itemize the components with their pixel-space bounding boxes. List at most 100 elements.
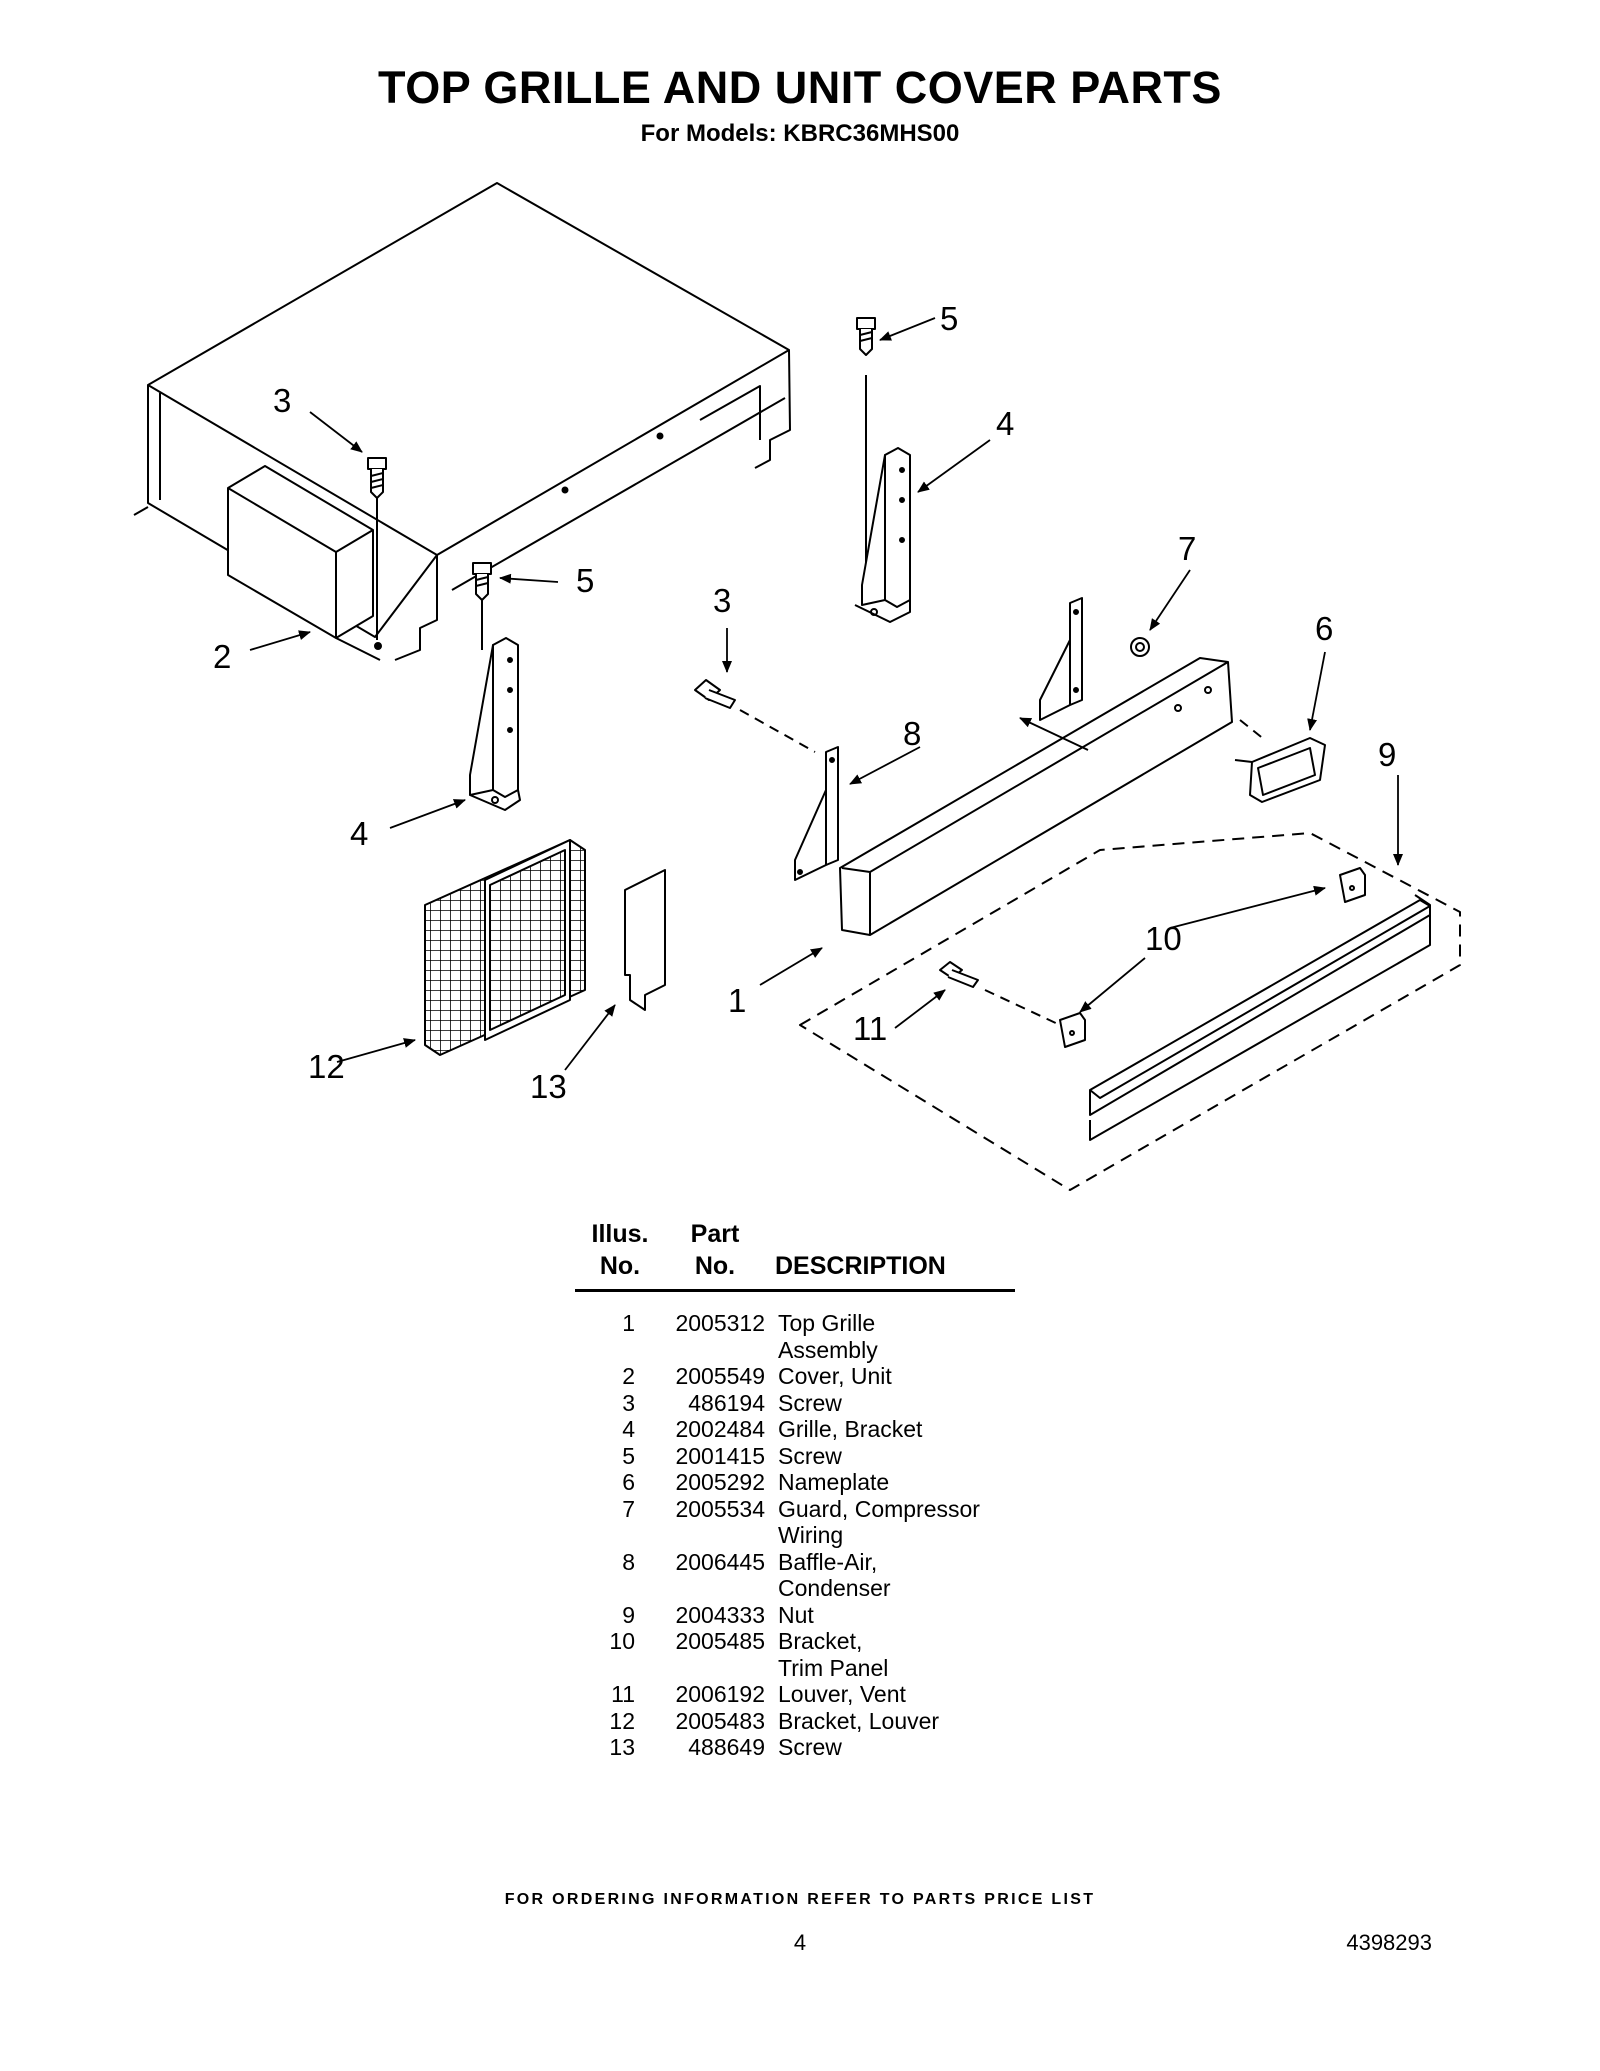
part-no-cell: 2005534 <box>675 1495 765 1522</box>
callout-6: 6 <box>1315 610 1333 647</box>
description-cell: Screw <box>778 1734 842 1760</box>
illus-no-header: Illus. No. <box>591 1220 649 1280</box>
parts-list-table: Illus. No. Part No. DESCRIPTION 1 2005312… <box>575 1218 1015 1760</box>
illus-no-cell: 5 <box>622 1442 635 1469</box>
illus-no-cell: 9 <box>622 1601 635 1628</box>
callout-5-left: 5 <box>576 562 594 599</box>
table-row: 13 488649 Screw <box>575 1734 1015 1761</box>
description-cell: Screw <box>778 1389 842 1416</box>
part-no-cell: 488649 <box>688 1734 765 1760</box>
illus-no-cell: 13 <box>609 1734 635 1760</box>
description-cell: Nameplate <box>778 1469 890 1495</box>
illus-no-cell: 10 <box>609 1628 635 1654</box>
condenser-baffle-8 <box>624 869 666 1011</box>
trim-bracket-10-lower <box>794 746 839 881</box>
leader-lines <box>249 317 1403 1071</box>
table-row: 4 2002484 Grille, Bracket <box>575 1416 1015 1443</box>
description-cell: Cover, Unit <box>778 1363 892 1389</box>
louver-bracket-12-right <box>1339 867 1366 903</box>
table-row: 7 2005534 Guard, Compressor Wiring <box>575 1496 1015 1549</box>
table-row: 5 2001415 Screw <box>575 1443 1015 1470</box>
callout-8: 13 <box>530 1068 567 1105</box>
callout-13: 11 <box>853 1010 887 1047</box>
part-no-cell: 2006192 <box>675 1681 765 1707</box>
page-number: 4 <box>793 1930 807 1955</box>
callout-arrows <box>849 717 1089 785</box>
parts-rows: 1 2005312 Top Grille Assembly 2 2005549 Cover… <box>575 1310 1015 1761</box>
description-cell: Louver, Vent <box>778 1681 906 1707</box>
table-row: 6 2005292 Nameplate <box>575 1469 1015 1496</box>
nameplate-6 <box>1234 737 1326 803</box>
part-no-cell: 2001415 <box>675 1442 765 1469</box>
part-no-cell: 2004333 <box>675 1601 765 1628</box>
table-row: 9 2004333 Nut <box>575 1602 1015 1629</box>
illus-no-cell: 1 <box>622 1310 635 1336</box>
callout-12: 10 <box>1145 920 1182 957</box>
callout-5-right: 5 <box>940 300 958 337</box>
part-no-cell: 2005549 <box>675 1363 765 1389</box>
illus-no-cell: 4 <box>622 1416 635 1442</box>
document-number: 4398293 <box>1346 1930 1432 1955</box>
nut-9 <box>1130 637 1150 657</box>
description-cell: Baffle-Air, Condenser <box>778 1548 891 1602</box>
illus-no-cell: 8 <box>622 1548 635 1575</box>
page-title: TOP GRILLE AND UNIT COVER PARTS <box>378 62 1222 113</box>
part-no-cell: 2005312 <box>675 1310 765 1336</box>
callout-1: 1 <box>728 982 746 1019</box>
louver-vent-11 <box>1089 894 1431 1141</box>
compressor-guard-7 <box>424 839 586 1056</box>
description-cell: Guard, Compressor Wiring <box>778 1495 980 1549</box>
description-cell: Bracket, Trim Panel <box>778 1628 889 1681</box>
callout-4-right: 4 <box>996 405 1014 442</box>
illus-no-cell: 2 <box>622 1363 635 1389</box>
callout-2: 2 <box>213 638 231 675</box>
grille-bracket-4-left <box>469 637 521 811</box>
description-cell: Screw <box>778 1442 842 1469</box>
page-subtitle: For Models: KBRC36MHS00 <box>640 120 960 147</box>
top-grille-assembly-1 <box>839 657 1233 936</box>
callout-3-middle: 3 <box>713 582 731 619</box>
trim-bracket-10-upper <box>1039 597 1083 721</box>
screw-3-middle <box>694 679 736 709</box>
description-cell: Nut <box>778 1601 814 1628</box>
part-no-cell: 2005483 <box>675 1707 765 1734</box>
louver-assembly-outline <box>799 832 1461 1191</box>
callout-labels: 3 2 5 4 5 4 3 7 6 8 9 10 1 11 12 13 <box>213 300 1396 1105</box>
part-no-cell: 2005292 <box>675 1469 765 1495</box>
table-row: 3 486194 Screw <box>575 1390 1015 1417</box>
illus-no-cell: 3 <box>622 1389 635 1416</box>
part-no-cell: 2002484 <box>675 1416 765 1442</box>
description-cell: Bracket, Louver <box>778 1707 940 1734</box>
table-row: 12 2005483 Bracket, Louver <box>575 1708 1015 1735</box>
part-no-cell: 2006445 <box>675 1548 765 1575</box>
parts-table-header: Illus. No. Part No. DESCRIPTION <box>575 1218 1015 1286</box>
table-row: 1 2005312 Top Grille Assembly <box>575 1310 1015 1363</box>
table-row: 8 2006445 Baffle-Air, Condenser <box>575 1549 1015 1602</box>
illus-no-cell: 7 <box>622 1495 635 1522</box>
louver-bracket-12-left <box>1059 1012 1086 1048</box>
callout-4-left: 4 <box>350 815 368 852</box>
table-row: 2 2005549 Cover, Unit <box>575 1363 1015 1390</box>
description-cell: Top Grille Assembly <box>778 1310 878 1363</box>
illus-no-cell: 6 <box>622 1469 635 1495</box>
screw-3-left <box>367 457 387 640</box>
description-cell: Grille, Bracket <box>778 1416 923 1442</box>
screw-5-right <box>856 317 876 590</box>
part-no-cell: 2005485 <box>675 1628 765 1654</box>
callout-11: 9 <box>1378 736 1396 773</box>
grille-bracket-4-right <box>854 447 911 623</box>
callout-7: 12 <box>308 1048 345 1085</box>
callout-3-left: 3 <box>273 382 291 419</box>
exploded-parts-diagram: 3 2 5 4 5 4 3 7 6 8 9 10 1 11 12 13 <box>133 182 1461 1191</box>
unit-cover-part <box>133 182 791 661</box>
description-header: DESCRIPTION <box>775 1252 946 1280</box>
callout-9: 7 <box>1178 530 1196 567</box>
header-rule <box>575 1289 1015 1292</box>
part-no-header: Part No. <box>690 1220 740 1280</box>
table-row: 10 2005485 Bracket, Trim Panel <box>575 1628 1015 1681</box>
screw-5-left <box>472 562 492 650</box>
part-no-cell: 486194 <box>688 1389 765 1416</box>
screw-13 <box>939 961 979 988</box>
illus-no-cell: 12 <box>609 1707 635 1734</box>
